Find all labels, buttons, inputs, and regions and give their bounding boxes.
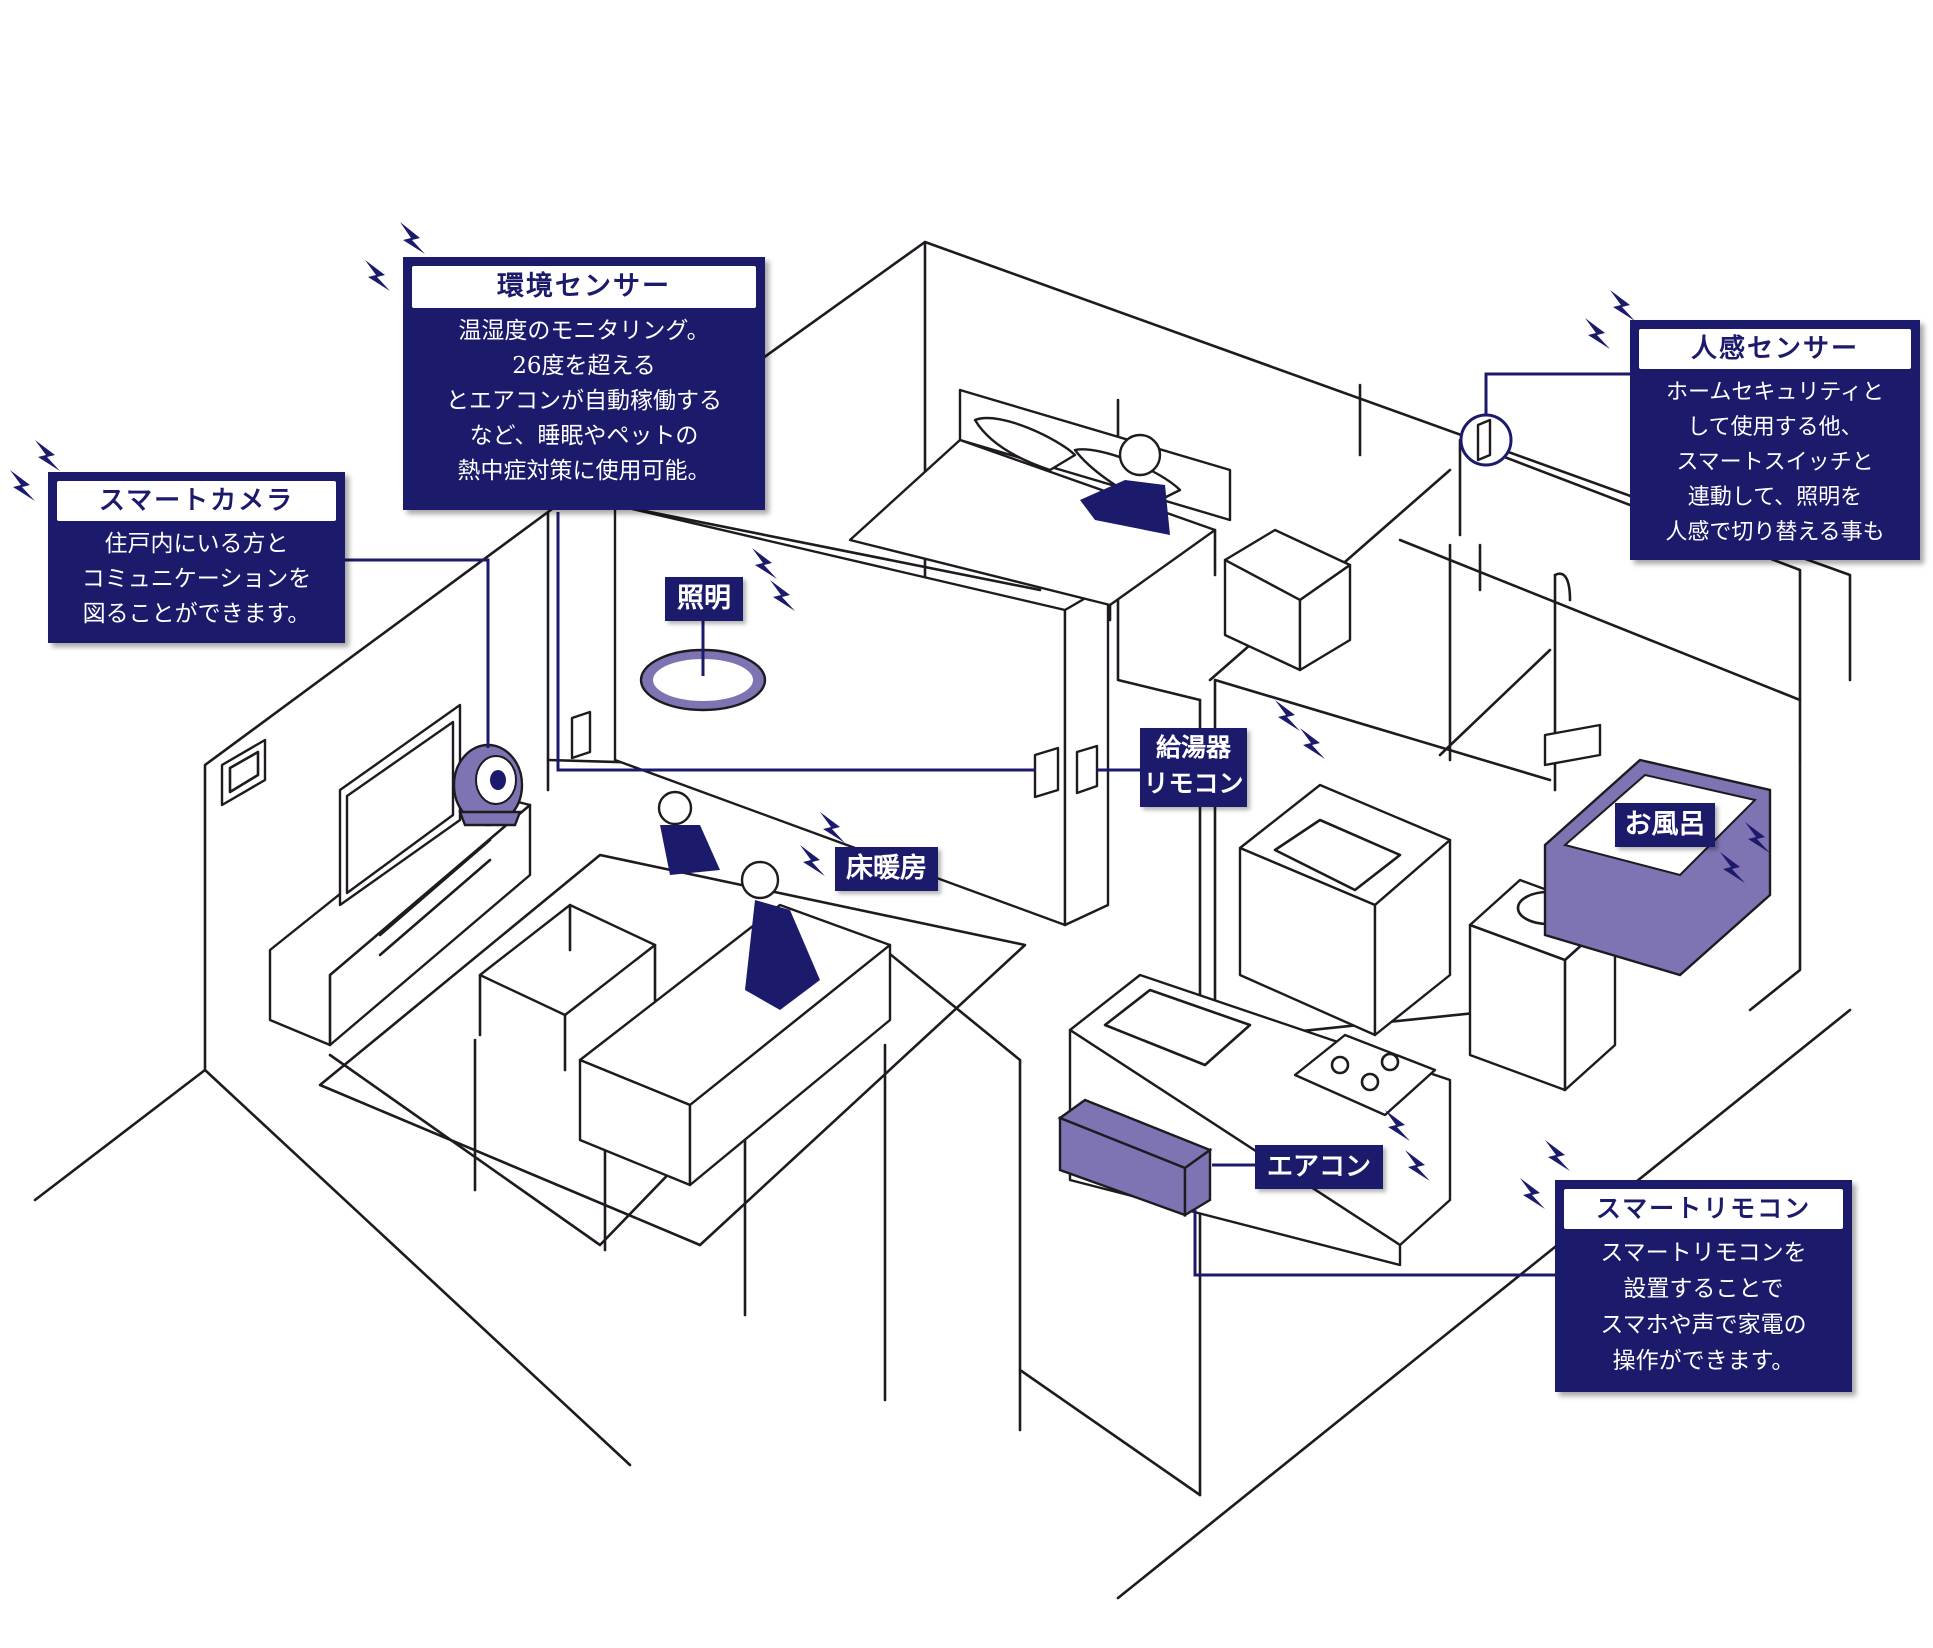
wireless-signal-icon — [365, 222, 425, 291]
wireless-signal-icon — [800, 812, 845, 876]
child-figure — [657, 790, 720, 875]
smart-camera-device — [452, 743, 524, 827]
motion-sensor-callout: 人感センサー ホームセキュリティと して使用する他、 スマートスイッチと 連動し… — [1630, 320, 1920, 560]
floor-heating-label: 床暖房 — [835, 847, 938, 891]
motion-sensor-line: して使用する他、 — [1687, 415, 1863, 440]
wireless-signal-icon — [10, 440, 60, 501]
smart-remote-line: 設置することで — [1623, 1276, 1784, 1302]
connector-lines — [345, 372, 1630, 1277]
motion-sensor-device — [1459, 413, 1513, 467]
dining-table — [478, 903, 657, 1072]
water-heater-remote-label: 給湯器 リモコン — [1140, 728, 1247, 807]
ceiling-light — [639, 628, 767, 712]
bath-label: お風呂 — [1615, 803, 1715, 847]
environment-sensor-device — [570, 710, 1099, 799]
motion-sensor-line: 人感で切り替える事も — [1665, 520, 1885, 545]
wall-intercom-panel — [220, 738, 267, 807]
smart-camera-callout: スマートカメラ 住戸内にいる方と コミュニケーションを 図ることができます。 — [48, 472, 345, 643]
motion-sensor-line: 連動して、照明を — [1687, 485, 1863, 510]
smart-remote-line: スマートリモコンを — [1600, 1240, 1807, 1266]
wireless-signal-icon — [1720, 822, 1770, 883]
air-conditioner-unit — [1057, 1098, 1213, 1218]
wireless-signal-icon — [1520, 1140, 1570, 1209]
wireless-signal-icon — [1385, 1110, 1430, 1181]
sleeping-person — [1080, 433, 1170, 535]
smart-remote-line: 操作ができます。 — [1612, 1348, 1795, 1374]
air-conditioner-label: エアコン — [1255, 1145, 1383, 1189]
environment-sensor-line: 熱中症対策に使用可能。 — [457, 458, 711, 484]
kitchen-counter — [1068, 783, 1452, 1267]
environment-sensor-line: 温湿度のモニタリング。 — [458, 318, 710, 344]
environment-sensor-line: など、睡眠やペットの — [469, 423, 699, 449]
motion-sensor-line: スマートスイッチと — [1676, 450, 1874, 475]
wireless-signal-icon — [752, 548, 795, 611]
smart-remote-line: スマホや声で家電の — [1600, 1312, 1807, 1338]
shower — [1543, 572, 1602, 792]
environment-sensor-callout: 環境センサー 温湿度のモニタリング。 26度を超える とエアコンが自動稼働する … — [403, 257, 765, 510]
smart-remote-title: スマートリモコン — [1564, 1189, 1843, 1229]
nightstand — [1223, 528, 1352, 672]
smart-camera-title: スマートカメラ — [57, 481, 336, 521]
smart-remote-callout: スマートリモコン スマートリモコンを 設置することで スマホや声で家電の 操作が… — [1555, 1180, 1852, 1392]
sofa — [578, 903, 892, 1187]
motion-sensor-line: ホームセキュリティと — [1665, 380, 1885, 405]
wireless-signal-icon — [1585, 290, 1635, 349]
water-heater-remote-line: リモコン — [1143, 769, 1244, 798]
lighting-label: 照明 — [665, 577, 743, 621]
smart-camera-line: コミュニケーションを — [81, 566, 312, 592]
water-heater-remote-line: 給湯器 — [1155, 733, 1231, 762]
environment-sensor-line: とエアコンが自動稼働する — [446, 388, 722, 414]
motion-sensor-title: 人感センサー — [1639, 329, 1911, 369]
tv — [338, 703, 462, 907]
adult-figure — [740, 860, 820, 1010]
smart-camera-line: 住戸内にいる方と — [104, 531, 289, 557]
environment-sensor-line: 26度を超える — [512, 353, 656, 379]
wireless-signal-icon — [1275, 700, 1325, 759]
smart-camera-line: 図ることができます。 — [82, 601, 311, 627]
environment-sensor-title: 環境センサー — [412, 266, 756, 308]
